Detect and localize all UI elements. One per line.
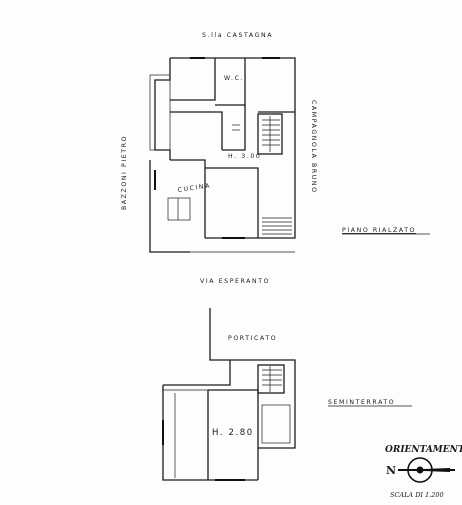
- basement-plan: [162, 308, 296, 481]
- ground-entry-steps: [262, 217, 292, 235]
- scale-label: SCALA DI 1.200: [390, 491, 444, 499]
- ground-floor-plan: [149, 57, 296, 253]
- basement-title: SEMINTERRATO: [328, 399, 395, 406]
- street-middle-label: VIA ESPERANTO: [200, 278, 270, 285]
- room-wc-label: W.C.: [224, 75, 244, 82]
- orientation-title: ORIENTAMENTO: [385, 445, 462, 455]
- ground-floor-title: PIANO RIALZATO: [342, 227, 416, 234]
- north-label: N: [386, 464, 396, 477]
- basement-height-label: H. 2.80: [212, 428, 254, 438]
- orientation-block: ORIENTAMENTO N SCALA DI 1.200: [385, 445, 462, 499]
- neighbor-left-label: BAZZONI PIETRO: [121, 135, 128, 210]
- street-top-label: S.lla CASTAGNA: [202, 32, 273, 39]
- room-kitchen-label: CUCINA: [177, 182, 211, 194]
- neighbor-right-label: CAMPAGNOLA BRUNO: [310, 100, 317, 194]
- ground-stairs: [262, 116, 280, 152]
- courtyard-label: PORTICATO: [228, 335, 277, 342]
- ground-height-label: H. 3.00: [228, 153, 261, 160]
- basement-stairs: [257, 364, 285, 394]
